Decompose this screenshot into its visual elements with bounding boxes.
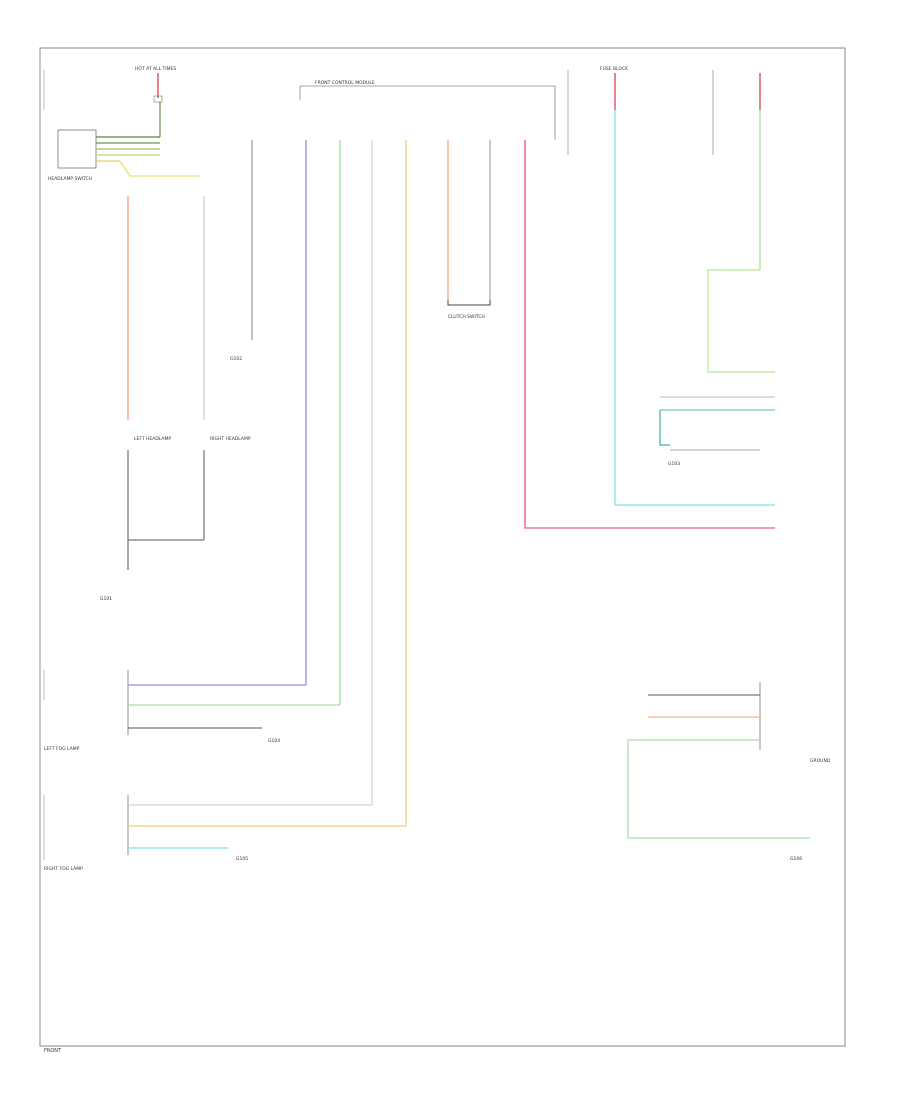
right-fuse-feeds: FUSE BLOCK (567, 66, 775, 505)
g104-label: G104 (268, 738, 280, 744)
g105-label: G105 (236, 856, 248, 862)
left-fog-lamp: LEFT FOG LAMP G104 (44, 670, 340, 752)
right-headlamp-label: RIGHT HEADLAMP (210, 436, 251, 442)
left-headlamp-feeds: LEFT HEADLAMP RIGHT HEADLAMP G101 (100, 196, 251, 602)
hot-at-all-times-label: HOT AT ALL TIMES (135, 66, 176, 72)
page-frame (39, 47, 846, 1047)
center-ground-column: G102 (230, 140, 253, 362)
right-fog-label: RIGHT FOG LAMP (44, 866, 83, 872)
top-fuse-feed: HOT AT ALL TIMES (135, 66, 176, 103)
headlamp-switch-label: HEADLAMP SWITCH (48, 176, 92, 182)
page-label: FRONT (44, 1048, 62, 1054)
g101-label: G101 (100, 596, 112, 602)
ground-label: GROUND (810, 758, 831, 764)
fuse-block-label: FUSE BLOCK (600, 66, 629, 72)
headlamp-switch-module: HEADLAMP SWITCH (48, 102, 200, 182)
g106-label: G106 (790, 856, 802, 862)
clutch-switch-label: CLUTCH SWITCH (448, 314, 485, 320)
left-fog-label: LEFT FOG LAMP (44, 746, 80, 752)
bottom-right-module: GROUND G106 (627, 682, 831, 862)
g102-label: G102 (230, 356, 242, 362)
front-control-module: FRONT CONTROL MODULE CLUTCH SWITCH (299, 80, 556, 826)
g103-label: G103 (668, 461, 680, 467)
right-fog-lamp: RIGHT FOG LAMP G105 (44, 795, 406, 872)
left-headlamp-label: LEFT HEADLAMP (134, 436, 171, 442)
front-control-module-label: FRONT CONTROL MODULE (315, 80, 375, 86)
headlamp-switch-box (57, 129, 97, 169)
right-horizontal-runs: G103 (524, 396, 775, 529)
